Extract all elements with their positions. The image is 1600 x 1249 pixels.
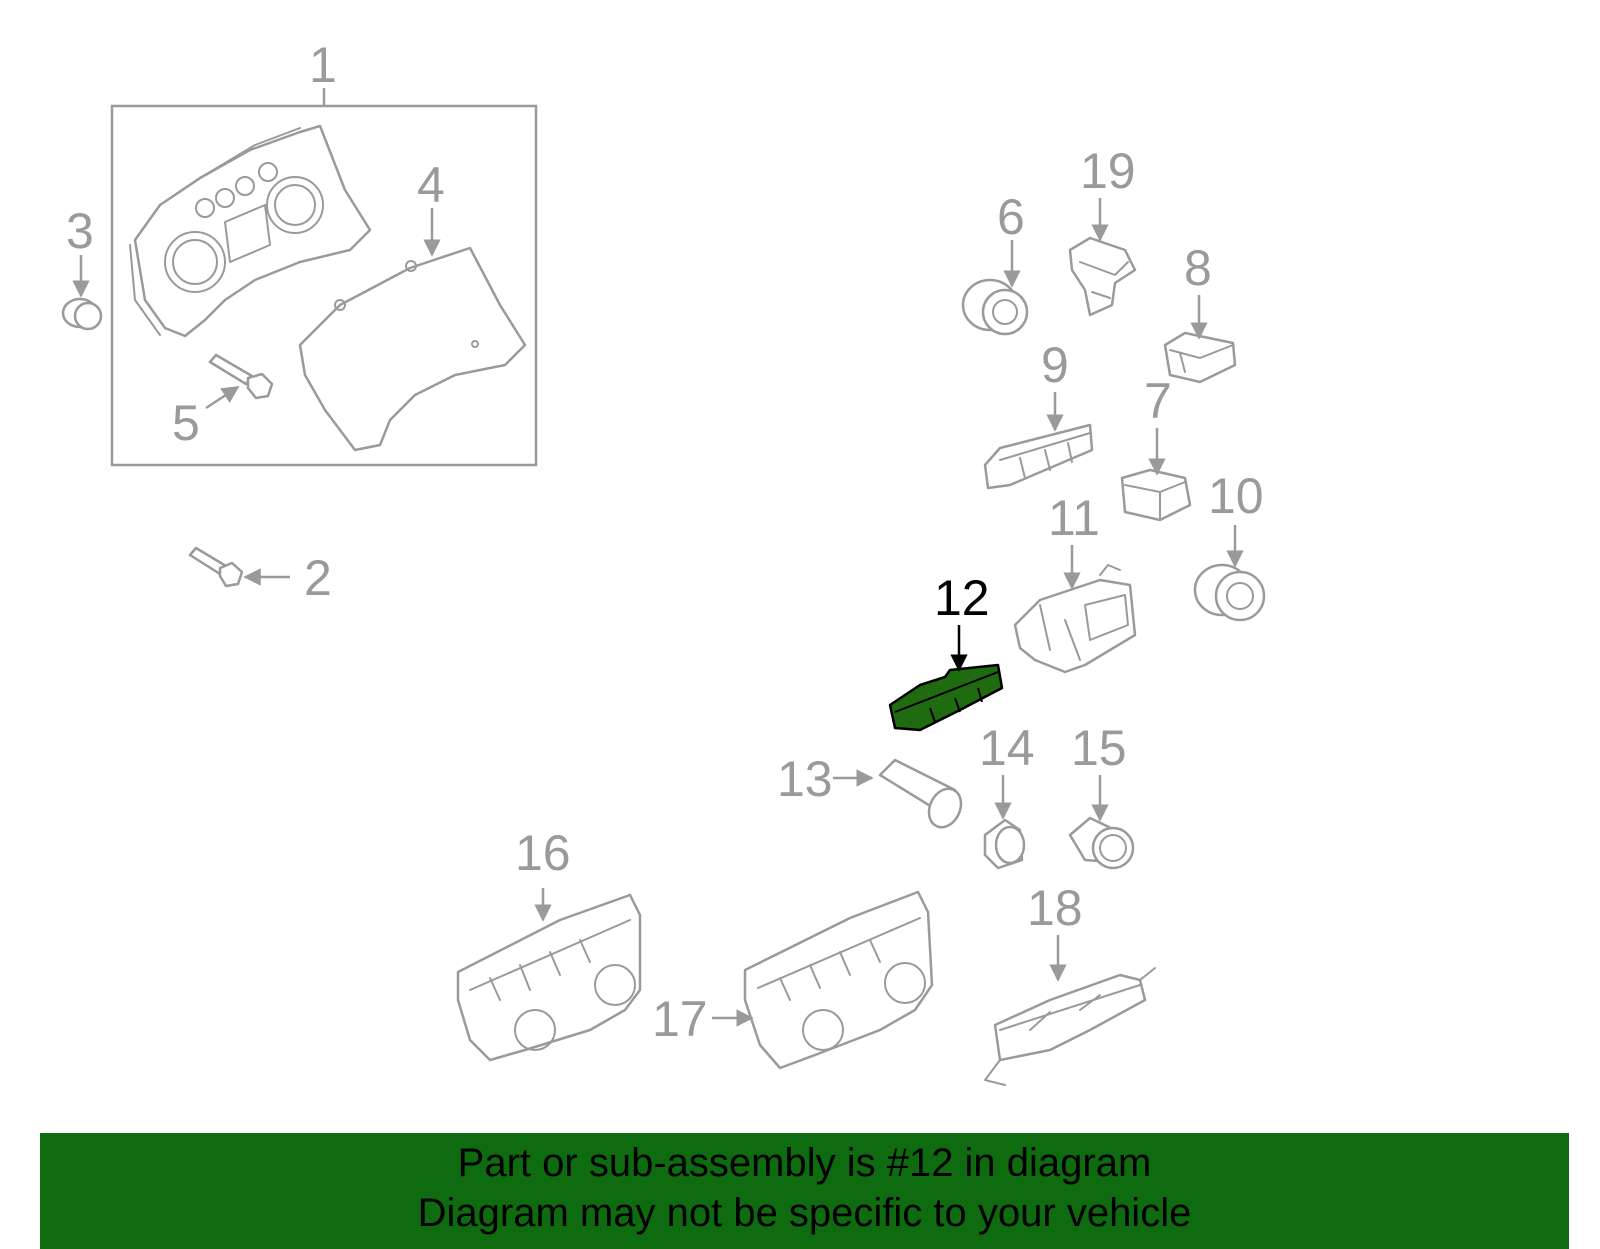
banner-line-1: Part or sub-assembly is #12 in diagram [457,1141,1152,1185]
part-9-switch-bank[interactable] [983,423,1094,490]
part-15-cap[interactable] [1068,816,1135,870]
callout-15: 15 [1071,720,1127,776]
part-1-instrument-cluster[interactable] [129,124,372,338]
part-13-socket[interactable] [878,758,967,832]
callout-18: 18 [1027,880,1083,936]
callout-2: 2 [304,550,332,606]
part-3-cap[interactable] [61,297,103,331]
part-12-highlighted-switch[interactable] [888,663,1004,732]
banner-line-2: Diagram may not be specific to your vehi… [417,1191,1192,1235]
callout-19: 19 [1080,143,1136,199]
callout-9: 9 [1041,337,1069,393]
callout-17: 17 [652,991,708,1047]
part-17-climate-control[interactable] [743,890,934,1070]
callout-14: 14 [979,720,1035,776]
part-16-climate-control[interactable] [456,893,642,1062]
callout-10: 10 [1208,468,1264,524]
part-2-bolt[interactable] [188,546,244,588]
callout-11: 11 [1048,490,1100,546]
info-banner: Part or sub-assembly is #12 in diagram D… [40,1133,1569,1249]
part-8-switch[interactable] [1163,331,1237,384]
part-4-lens[interactable] [298,246,527,452]
callout-1: 1 [309,37,337,93]
callout-7: 7 [1144,373,1172,429]
part-10-knob[interactable] [1193,563,1266,622]
part-5-bolt[interactable] [208,353,274,400]
part-14-cap[interactable] [983,818,1026,870]
part-11-control-module[interactable] [1013,564,1137,674]
callout-5: 5 [172,395,200,451]
part-7-switch[interactable] [1120,468,1192,522]
callout-12: 12 [934,570,990,626]
part-19-switch[interactable] [1068,236,1137,317]
part-6-knob[interactable] [961,278,1029,336]
callout-3: 3 [66,203,94,259]
part-18-module[interactable] [984,967,1156,1086]
callout-4: 4 [417,157,445,213]
callout-16: 16 [515,825,571,881]
callout-6: 6 [997,189,1025,245]
callout-13: 13 [777,751,833,807]
callout-8: 8 [1184,240,1212,296]
